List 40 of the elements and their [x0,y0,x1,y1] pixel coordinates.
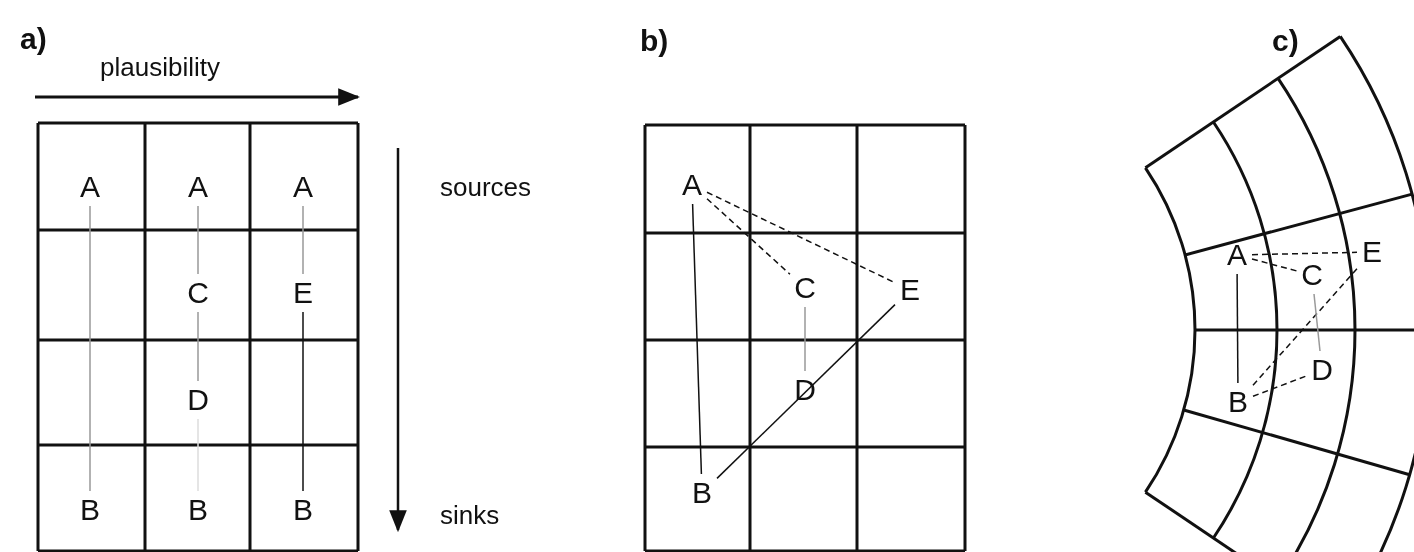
node-letter: A [289,169,317,205]
connector-line [691,203,703,475]
direction-label: sinks [440,500,500,531]
connector-line [804,306,806,372]
node-letter: D [184,382,212,418]
connector-line [1313,293,1321,352]
connector-line [706,197,791,276]
connector-line [1251,251,1358,256]
panel-label: b) [640,24,669,58]
connector-line [1236,273,1239,384]
node-letter: A [184,169,212,205]
node-letter: E [289,275,317,311]
connector-line [197,205,199,275]
node-letter: C [791,270,819,306]
connector-line [89,205,91,492]
node-letter: B [1224,384,1252,420]
panel-label: a) [20,22,47,56]
node-letter: A [678,167,706,203]
node-letter: C [184,275,212,311]
connector-line [716,303,896,480]
connector-line [1252,374,1308,398]
node-letter: B [184,492,212,528]
node-letter: A [1223,237,1251,273]
panel-label: c) [1272,24,1299,58]
node-letter: E [1358,234,1386,270]
node-letter: C [1298,257,1326,293]
node-letter: B [76,492,104,528]
node-letter: B [688,475,716,511]
connector-line [197,311,199,382]
node-letter: A [76,169,104,205]
connector-line [706,191,896,284]
direction-label: sources [440,172,532,203]
connector-line [302,311,304,492]
connector-line [1251,258,1298,272]
connector-line [302,205,304,275]
direction-label: plausibility [100,52,220,83]
node-letter: D [1308,352,1336,388]
node-letter: E [896,272,924,308]
connector-line [1252,268,1358,386]
node-letter: B [289,492,317,528]
